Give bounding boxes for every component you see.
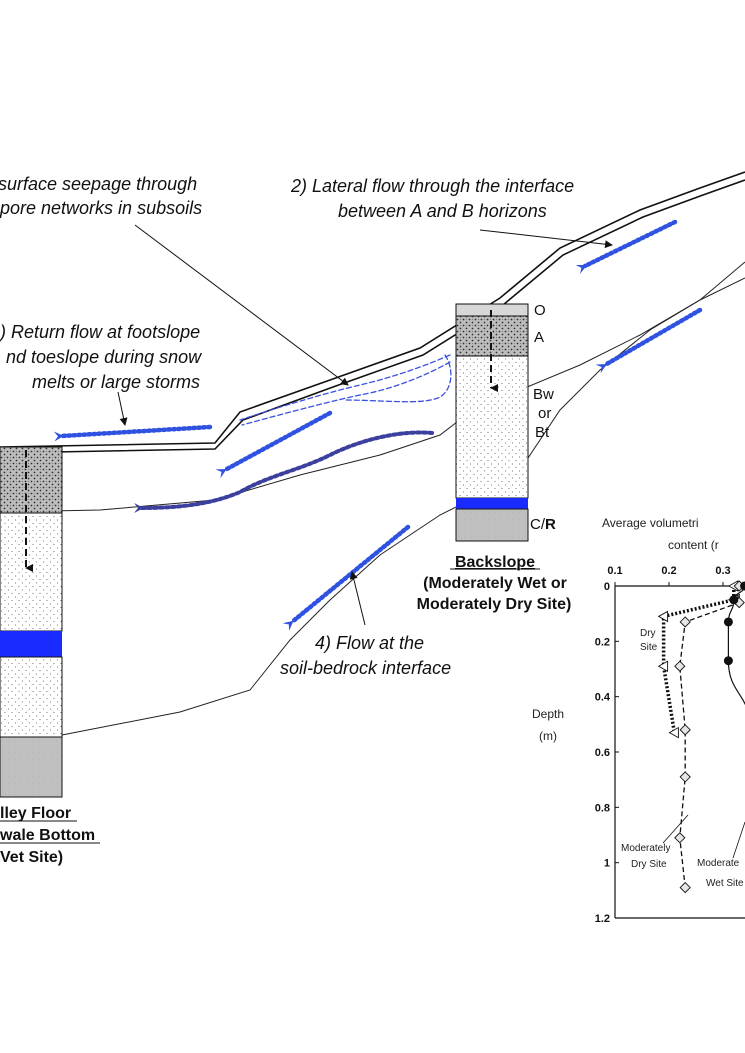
y-tick-label: 1 bbox=[604, 858, 610, 870]
point-moderately-wet-site bbox=[723, 656, 733, 666]
return-label-line1: ) Return flow at footslope bbox=[0, 322, 200, 342]
horizon-or-label: or bbox=[538, 405, 551, 422]
bedrock-label-line1: 4) Flow at the bbox=[315, 633, 424, 653]
annotations: surface seepage through pore networks in… bbox=[0, 174, 574, 678]
mod-dry-label-line2: Dry Site bbox=[631, 859, 667, 870]
chart-series bbox=[657, 580, 745, 894]
footslope-flow-arrow bbox=[215, 410, 333, 479]
chart-series-labels: Dry Site Moderately Dry Site Moderate We… bbox=[621, 628, 745, 889]
backslope-line2: (Moderately Wet or bbox=[423, 575, 567, 592]
x-tick-label: 0.2 bbox=[661, 565, 676, 577]
point-moderately-dry-site bbox=[679, 616, 691, 628]
point-moderately-dry-site bbox=[679, 724, 691, 736]
point-moderately-wet-site bbox=[729, 595, 739, 605]
pore-network-arrow-a bbox=[239, 354, 451, 421]
point-moderately-wet-site bbox=[740, 581, 745, 591]
point-moderately-dry-site bbox=[674, 660, 686, 672]
lateral-label-line1: 2) Lateral flow through the interface bbox=[290, 176, 574, 196]
point-moderately-wet-site bbox=[723, 617, 733, 627]
chart-title-line1: Average volumetri bbox=[602, 516, 699, 530]
site-labels: Backslope (Moderately Wet or Moderately … bbox=[0, 554, 571, 866]
y-tick-label: 0.2 bbox=[595, 636, 610, 648]
horizon-o-label: O bbox=[534, 302, 546, 319]
subsurface-label-line2: pore networks in subsoils bbox=[0, 198, 202, 218]
horizon-cr-label: C/R bbox=[530, 516, 556, 533]
chart-ylabel-line1: Depth bbox=[532, 707, 564, 721]
point-dry-site bbox=[657, 660, 669, 672]
dry-site-label-line1: Dry bbox=[640, 628, 656, 639]
dry-site-label-line2: Site bbox=[640, 642, 658, 653]
point-moderately-dry-site bbox=[674, 832, 686, 844]
series-line-moderately-dry-site bbox=[679, 586, 740, 888]
series-line-moderately-wet-site bbox=[727, 585, 745, 706]
pore-network-loop bbox=[344, 354, 452, 403]
bedrock-label-line2: soil-bedrock interface bbox=[280, 658, 451, 678]
point-dry-site bbox=[657, 610, 669, 623]
backslope-soil-column bbox=[455, 303, 529, 542]
chart-title-line2: content (r bbox=[668, 538, 719, 552]
flow-arrows bbox=[53, 219, 703, 631]
moisture-profile-chart: Average volumetri content (r Depth (m) 0… bbox=[532, 516, 745, 925]
bedrock-interface-line bbox=[61, 261, 745, 736]
mod-wet-label-line1: Moderate bbox=[697, 858, 740, 869]
valley-soil-column bbox=[0, 446, 63, 798]
mod-wet-label-line2: Wet Site bbox=[706, 878, 744, 889]
x-tick-label: 0.1 bbox=[607, 565, 622, 577]
bedrock-flow-arrow bbox=[282, 524, 411, 631]
lateral-flow-arrow-2 bbox=[595, 307, 703, 374]
subsurface-label-line1: surface seepage through bbox=[0, 174, 197, 194]
backslope-title: Backslope bbox=[455, 554, 535, 571]
y-tick-label: 0.4 bbox=[595, 692, 611, 704]
subsurface-flow-arrow bbox=[133, 430, 434, 514]
valley-line2: wale Bottom bbox=[0, 827, 95, 844]
point-moderately-dry-site bbox=[679, 881, 691, 894]
lateral-label-line2: between A and B horizons bbox=[338, 201, 547, 221]
return-label-line2: nd toeslope during snow bbox=[6, 347, 202, 367]
backslope-line3: Moderately Dry Site) bbox=[417, 596, 572, 613]
horizon-bt-label: Bt bbox=[535, 424, 550, 441]
pore-network-arrow-b bbox=[241, 361, 451, 426]
y-tick-label: 0.6 bbox=[595, 747, 610, 759]
lateral-flow-arrow-1 bbox=[575, 219, 678, 275]
horizon-labels: O A Bw or Bt C/R bbox=[530, 302, 556, 533]
valley-line3: Vet Site) bbox=[0, 849, 63, 866]
valley-line1: lley Floor bbox=[0, 805, 71, 822]
point-dry-site bbox=[668, 726, 679, 739]
mod-dry-label-line1: Moderately bbox=[621, 843, 670, 854]
ab-interface-line bbox=[0, 277, 745, 513]
return-flow-arrow bbox=[53, 424, 213, 442]
chart-ylabel-line2: (m) bbox=[539, 729, 557, 743]
y-tick-label: 0.8 bbox=[595, 802, 610, 814]
horizon-a-label: A bbox=[534, 329, 544, 346]
return-label-line3: melts or large storms bbox=[32, 372, 200, 392]
horizon-bw-label: Bw bbox=[533, 386, 554, 403]
x-tick-label: 0.3 bbox=[715, 565, 730, 577]
chart-axes: 0.1 0.2 0.3 0 0.2 0.4 0.6 0.8 1 1.2 bbox=[595, 565, 745, 925]
leader-lines bbox=[117, 224, 613, 626]
point-moderately-dry-site bbox=[679, 771, 691, 783]
y-tick-label: 0 bbox=[604, 581, 610, 593]
y-tick-label: 1.2 bbox=[595, 913, 610, 925]
